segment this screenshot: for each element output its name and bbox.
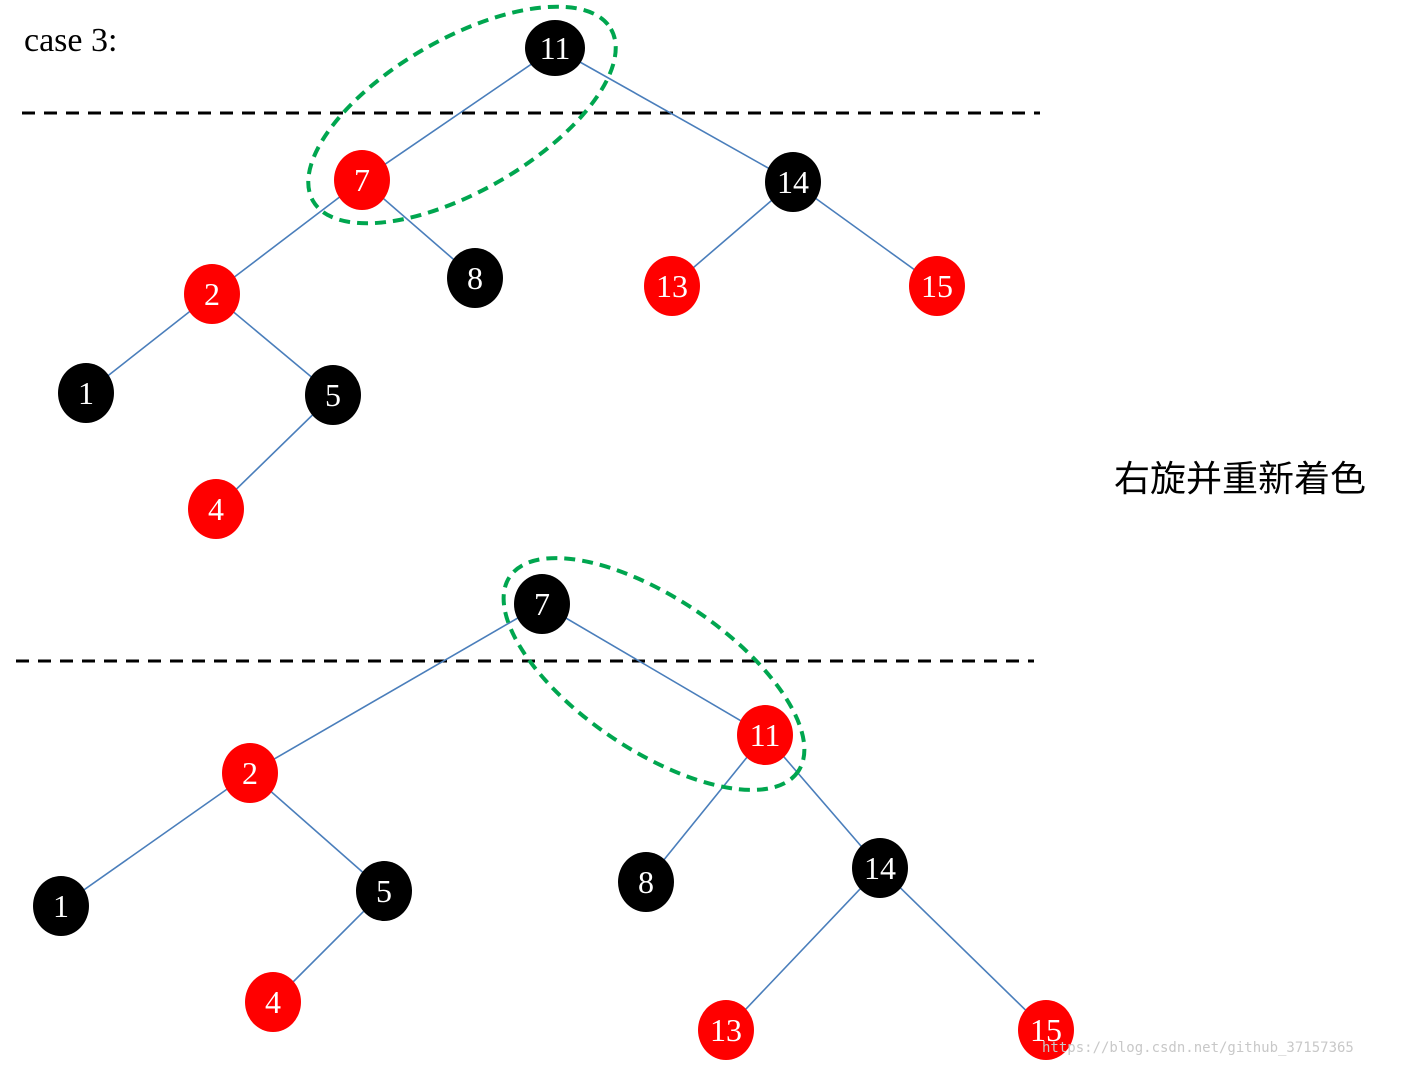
node-circle [852, 838, 908, 898]
tree-node-t2-11: 11 [737, 705, 793, 765]
node-circle [356, 861, 412, 921]
node-label: 13 [710, 1012, 742, 1048]
tree-node-t1-1: 1 [58, 363, 114, 423]
node-label: 14 [777, 164, 809, 200]
node-label: 7 [534, 586, 550, 622]
node-circle [1018, 1000, 1074, 1060]
node-label: 8 [638, 864, 654, 900]
tree-node-t1-8: 8 [447, 248, 503, 308]
node-circle [737, 705, 793, 765]
node-circle [188, 479, 244, 539]
tree-node-t1-13: 13 [644, 256, 700, 316]
node-label: 1 [78, 375, 94, 411]
node-label: 13 [656, 268, 688, 304]
node-circle [184, 264, 240, 324]
node-label: 14 [864, 850, 896, 886]
highlight-ellipse-bottom [501, 556, 807, 792]
tree-node-t1-4: 4 [188, 479, 244, 539]
node-label: 4 [208, 491, 224, 527]
node-circle [222, 743, 278, 803]
watermark: https://blog.csdn.net/github_37157365 [1042, 1040, 1354, 1056]
edge-t1-14-t1-15 [792, 181, 938, 287]
operation-caption: 右旋并重新着色 [1114, 459, 1367, 500]
node-circle [909, 256, 965, 316]
highlight-ellipse-top [306, 4, 618, 226]
node-circle [698, 1000, 754, 1060]
tree-node-t1-5: 5 [305, 365, 361, 425]
tree-node-t1-2: 2 [184, 264, 240, 324]
tree-node-t2-1: 1 [33, 876, 89, 936]
edge-t2-14-t2-13 [725, 867, 881, 1031]
edge-t2-7-t2-11 [541, 603, 766, 736]
edge-t2-11-t2-8 [645, 734, 766, 883]
node-circle [447, 248, 503, 308]
node-label: 15 [921, 268, 953, 304]
edge-t2-11-t2-14 [764, 734, 881, 869]
tree-node-t2-2: 2 [222, 743, 278, 803]
node-circle [644, 256, 700, 316]
node-label: 5 [376, 873, 392, 909]
node-label: 4 [265, 984, 281, 1020]
edge-t2-7-t2-2 [249, 603, 543, 774]
node-label: 8 [467, 260, 483, 296]
node-circle [765, 152, 821, 212]
node-label: 11 [750, 717, 781, 753]
edge-t1-11-t1-7 [361, 47, 556, 181]
node-circle [514, 574, 570, 634]
edge-t1-11-t1-14 [554, 47, 794, 183]
node-label: 5 [325, 377, 341, 413]
node-circle [58, 363, 114, 423]
tree-node-t1-11: 11 [525, 20, 585, 76]
node-circle [618, 852, 674, 912]
tree-node-t2-5: 5 [356, 861, 412, 921]
node-label: 1 [53, 888, 69, 924]
node-circle [334, 150, 390, 210]
edge-t2-2-t2-1 [60, 772, 251, 907]
edge-t2-14-t2-15 [879, 867, 1047, 1031]
tree-node-t2-8: 8 [618, 852, 674, 912]
tree-node-t2-15: 15 [1018, 1000, 1074, 1060]
node-label: 2 [204, 276, 220, 312]
tree-node-t2-13: 13 [698, 1000, 754, 1060]
tree-node-t1-15: 15 [909, 256, 965, 316]
node-label: 15 [1030, 1012, 1062, 1048]
tree-node-t1-14: 14 [765, 152, 821, 212]
node-circle [525, 20, 585, 76]
node-circle [33, 876, 89, 936]
case-label: case 3: [24, 22, 118, 59]
node-circle [305, 365, 361, 425]
tree-node-t1-7: 7 [334, 150, 390, 210]
edge-t2-2-t2-5 [249, 772, 385, 892]
node-circle [245, 972, 301, 1032]
tree-node-t2-4: 4 [245, 972, 301, 1032]
tree-node-t2-7: 7 [514, 574, 570, 634]
edge-t1-7-t1-2 [211, 179, 363, 295]
tree-node-t2-14: 14 [852, 838, 908, 898]
node-label: 7 [354, 162, 370, 198]
node-label: 2 [242, 755, 258, 791]
node-label: 11 [540, 30, 571, 66]
